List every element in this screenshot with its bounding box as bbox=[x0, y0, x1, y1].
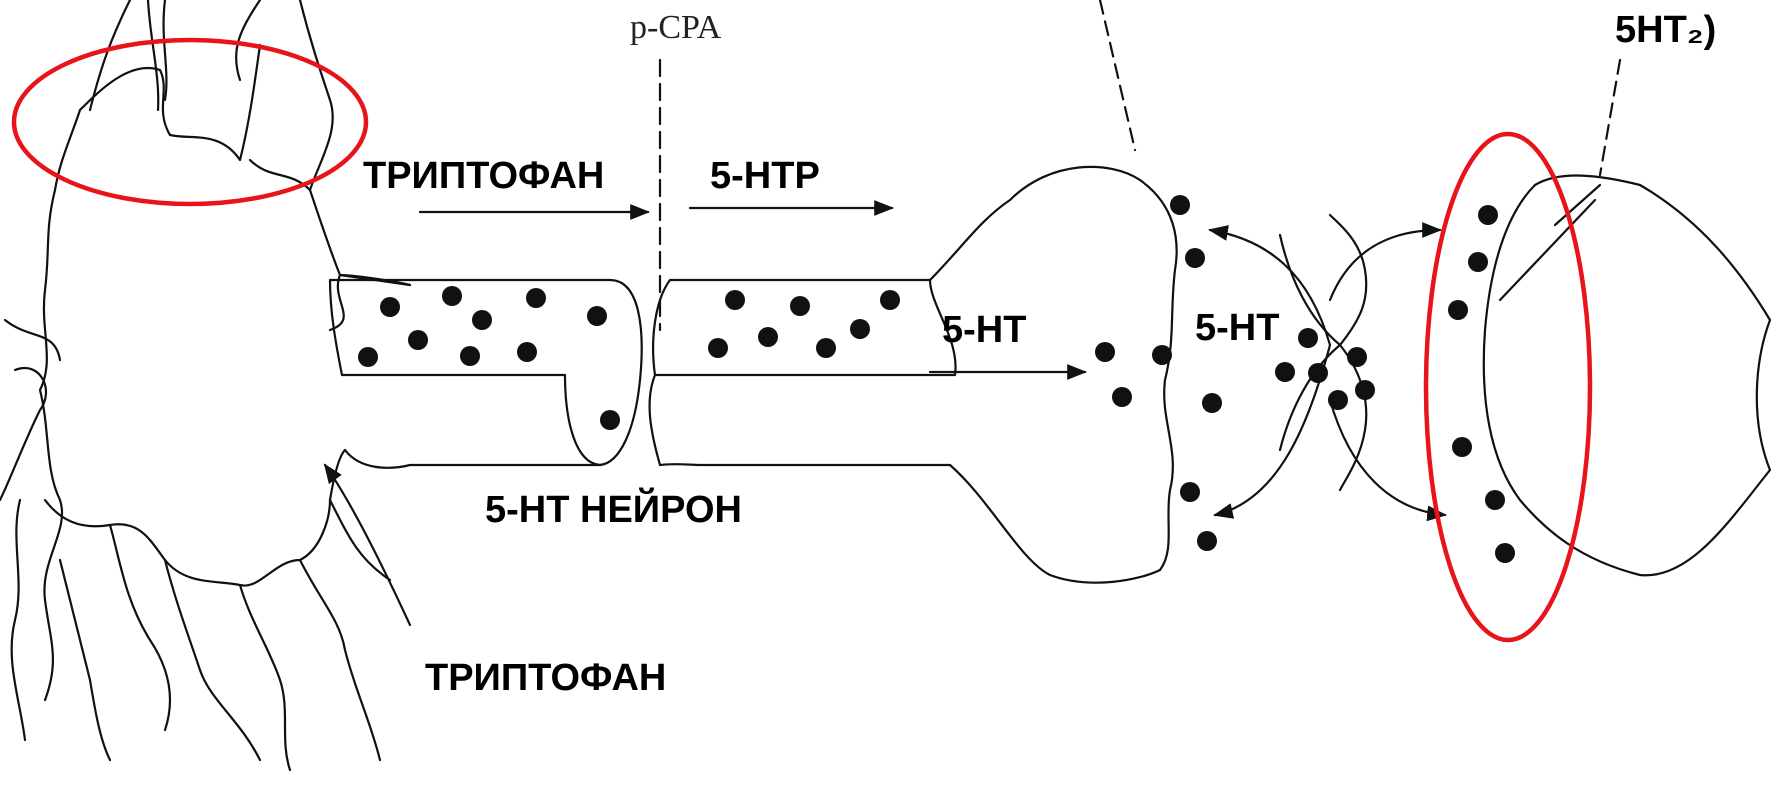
vesicle-dot bbox=[358, 347, 378, 367]
vesicle-dot bbox=[408, 330, 428, 350]
tryptophan-bottom-label: ТРИПТОФАН bbox=[425, 657, 666, 699]
vesicle-dot bbox=[1347, 347, 1367, 367]
vesicle-dot bbox=[442, 286, 462, 306]
presynaptic-terminal bbox=[1100, 0, 1177, 570]
vesicle-dot bbox=[1185, 248, 1205, 268]
serotonin-axon-label: 5-HT bbox=[942, 309, 1026, 351]
vesicle-dot bbox=[1112, 387, 1132, 407]
vesicle-dot bbox=[1095, 342, 1115, 362]
vesicle-dot bbox=[1495, 543, 1515, 563]
vesicle-dot bbox=[1355, 380, 1375, 400]
vesicle-dot bbox=[472, 310, 492, 330]
vesicle-dot bbox=[725, 290, 745, 310]
neuron-soma bbox=[0, 0, 410, 770]
vesicle-dot bbox=[1328, 390, 1348, 410]
vesicle-dot bbox=[1298, 328, 1318, 348]
vesicle-dot bbox=[1468, 252, 1488, 272]
vesicle-dot bbox=[1202, 393, 1222, 413]
neuron-label: 5-HT НЕЙРОН bbox=[485, 486, 742, 531]
highlight-ellipse-soma bbox=[14, 40, 366, 204]
tryptophan-top-label: ТРИПТОФАН bbox=[363, 155, 604, 197]
vesicle-dot bbox=[816, 338, 836, 358]
postsynaptic-cell bbox=[1484, 60, 1770, 575]
release-arrow-top bbox=[1330, 230, 1440, 300]
vesicle-dot bbox=[1448, 300, 1468, 320]
vesicle-dot bbox=[1275, 362, 1295, 382]
vesicle-dot bbox=[1170, 195, 1190, 215]
highlight-ellipse-synapse bbox=[1426, 134, 1590, 640]
receptor-label: 5HT₂) bbox=[1615, 9, 1716, 51]
vesicle-dot bbox=[1478, 205, 1498, 225]
vesicle-dot bbox=[758, 327, 778, 347]
serotonin-cleft-label: 5-HT bbox=[1195, 307, 1279, 349]
htp-label: 5-HTP bbox=[710, 155, 820, 197]
tryptophan-arrow-up bbox=[325, 465, 410, 625]
vesicle-dot bbox=[600, 410, 620, 430]
vesicle-dot bbox=[1308, 363, 1328, 383]
vesicle-dot bbox=[1197, 531, 1217, 551]
vesicle-dot bbox=[460, 346, 480, 366]
vesicle-dot bbox=[1152, 345, 1172, 365]
vesicle-dot bbox=[708, 338, 728, 358]
vesicle-dot bbox=[850, 319, 870, 339]
vesicle-dot bbox=[880, 290, 900, 310]
vesicle-dot bbox=[1452, 437, 1472, 457]
axon-segment-left bbox=[330, 275, 642, 468]
vesicle-dot bbox=[526, 288, 546, 308]
vesicle-dot bbox=[1485, 490, 1505, 510]
vesicle-dot bbox=[1180, 482, 1200, 502]
vesicle-dot bbox=[380, 297, 400, 317]
vesicle-dot bbox=[790, 296, 810, 316]
vesicle-dot bbox=[517, 342, 537, 362]
vesicle-dot bbox=[587, 306, 607, 326]
pcpa-label: p-CPA bbox=[630, 9, 722, 46]
